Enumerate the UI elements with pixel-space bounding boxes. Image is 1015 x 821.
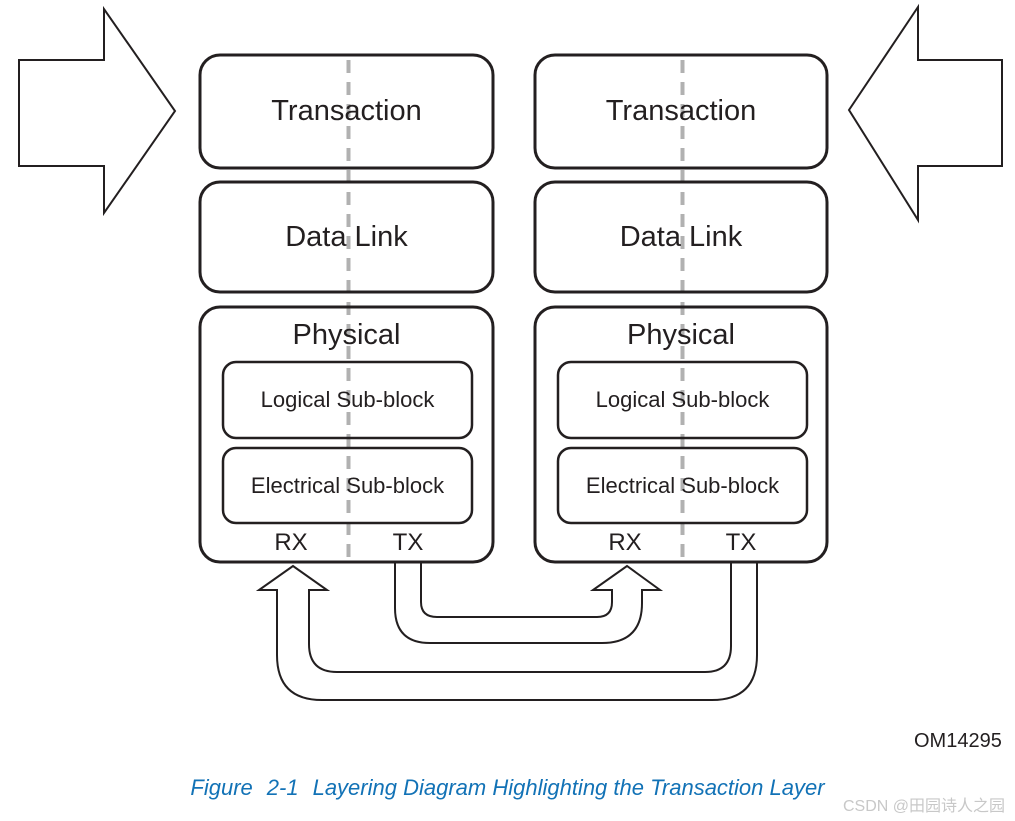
figure-caption-number: 2-1 xyxy=(266,775,299,800)
left-tx-label: TX xyxy=(392,529,424,556)
right-transaction-label: Transaction xyxy=(605,95,757,127)
left-physical-label: Physical xyxy=(292,318,401,351)
left-logical-sub-block-label: Logical Sub-block xyxy=(260,387,435,412)
csdn-watermark: CSDN @田园诗人之园 xyxy=(843,798,1006,815)
right-physical-box xyxy=(533,305,829,564)
left-transaction-label: Transaction xyxy=(271,95,422,127)
figure-artwork-code: OM14295 xyxy=(914,730,1002,752)
right-logical-sub-block-label: Logical Sub-block xyxy=(595,387,770,412)
left-electrical-sub-block-label: Electrical Sub-block xyxy=(250,472,445,498)
box-outlines xyxy=(198,53,829,564)
right-data-link-label: Data Link xyxy=(619,220,743,253)
right-electrical-sub-block-label: Electrical Sub-block xyxy=(585,472,780,498)
right-tx-to-left-rx-loop-arrow-icon xyxy=(255,561,758,701)
right-data-link-box xyxy=(533,180,829,294)
right-rx-label: RX xyxy=(608,529,642,556)
right-physical-label: Physical xyxy=(627,318,735,351)
left-rx-label: RX xyxy=(274,529,308,556)
left-tx-to-right-rx-loop-arrow-icon xyxy=(394,561,664,644)
figure-caption: Figure 2-1 Layering Diagram Highlighting t… xyxy=(0,775,1015,801)
left-physical-box xyxy=(198,305,495,564)
left-data-link-label: Data Link xyxy=(285,220,408,253)
right-logical-sub-block-box xyxy=(556,360,809,440)
left-logical-sub-block-box xyxy=(221,360,474,440)
left-transaction-box xyxy=(198,53,495,170)
figure-caption-prefix: Figure xyxy=(190,775,253,800)
figure-caption-title: Layering Diagram Highlighting the Transa… xyxy=(312,775,825,800)
inbound-left-block-arrow-icon xyxy=(847,3,1003,224)
right-electrical-sub-block-box xyxy=(556,446,809,525)
inbound-right-block-arrow-icon xyxy=(18,5,177,217)
right-tx-label: TX xyxy=(725,529,757,556)
left-data-link-box xyxy=(198,180,495,294)
right-transaction-box xyxy=(533,53,829,170)
left-electrical-sub-block-box xyxy=(221,446,474,525)
